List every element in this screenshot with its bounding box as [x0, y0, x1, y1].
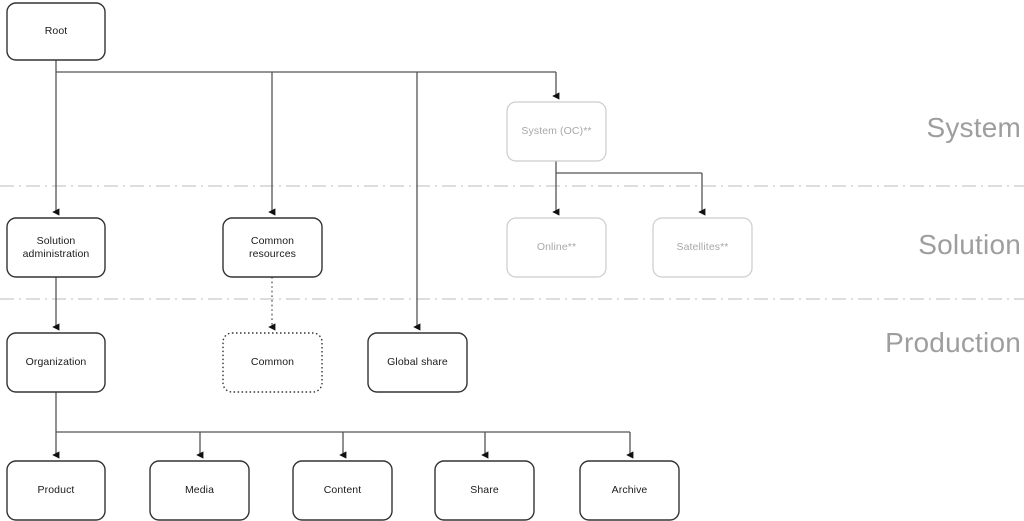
node-box-global-share[interactable]: [367, 332, 468, 393]
node-box-common-resources[interactable]: [222, 217, 323, 278]
connectors: [52, 60, 706, 459]
node-box-share[interactable]: [434, 460, 535, 521]
node-box-online[interactable]: [506, 217, 607, 278]
node-box-root[interactable]: [6, 2, 106, 61]
node-box-product[interactable]: [6, 460, 106, 521]
node-box-content[interactable]: [292, 460, 393, 521]
node-box-satellites[interactable]: [652, 217, 753, 278]
zone-label-solution: Solution: [918, 229, 1021, 260]
node-box-common[interactable]: [222, 332, 323, 393]
node-box-organization[interactable]: [6, 332, 106, 393]
zone-label-production: Production: [885, 327, 1021, 358]
node-boxes: [6, 2, 753, 521]
node-box-solution-administration[interactable]: [6, 217, 106, 278]
node-box-media[interactable]: [149, 460, 250, 521]
node-box-system-oc[interactable]: [506, 101, 607, 162]
zone-label-system: System: [926, 112, 1021, 143]
node-box-archive[interactable]: [579, 460, 680, 521]
